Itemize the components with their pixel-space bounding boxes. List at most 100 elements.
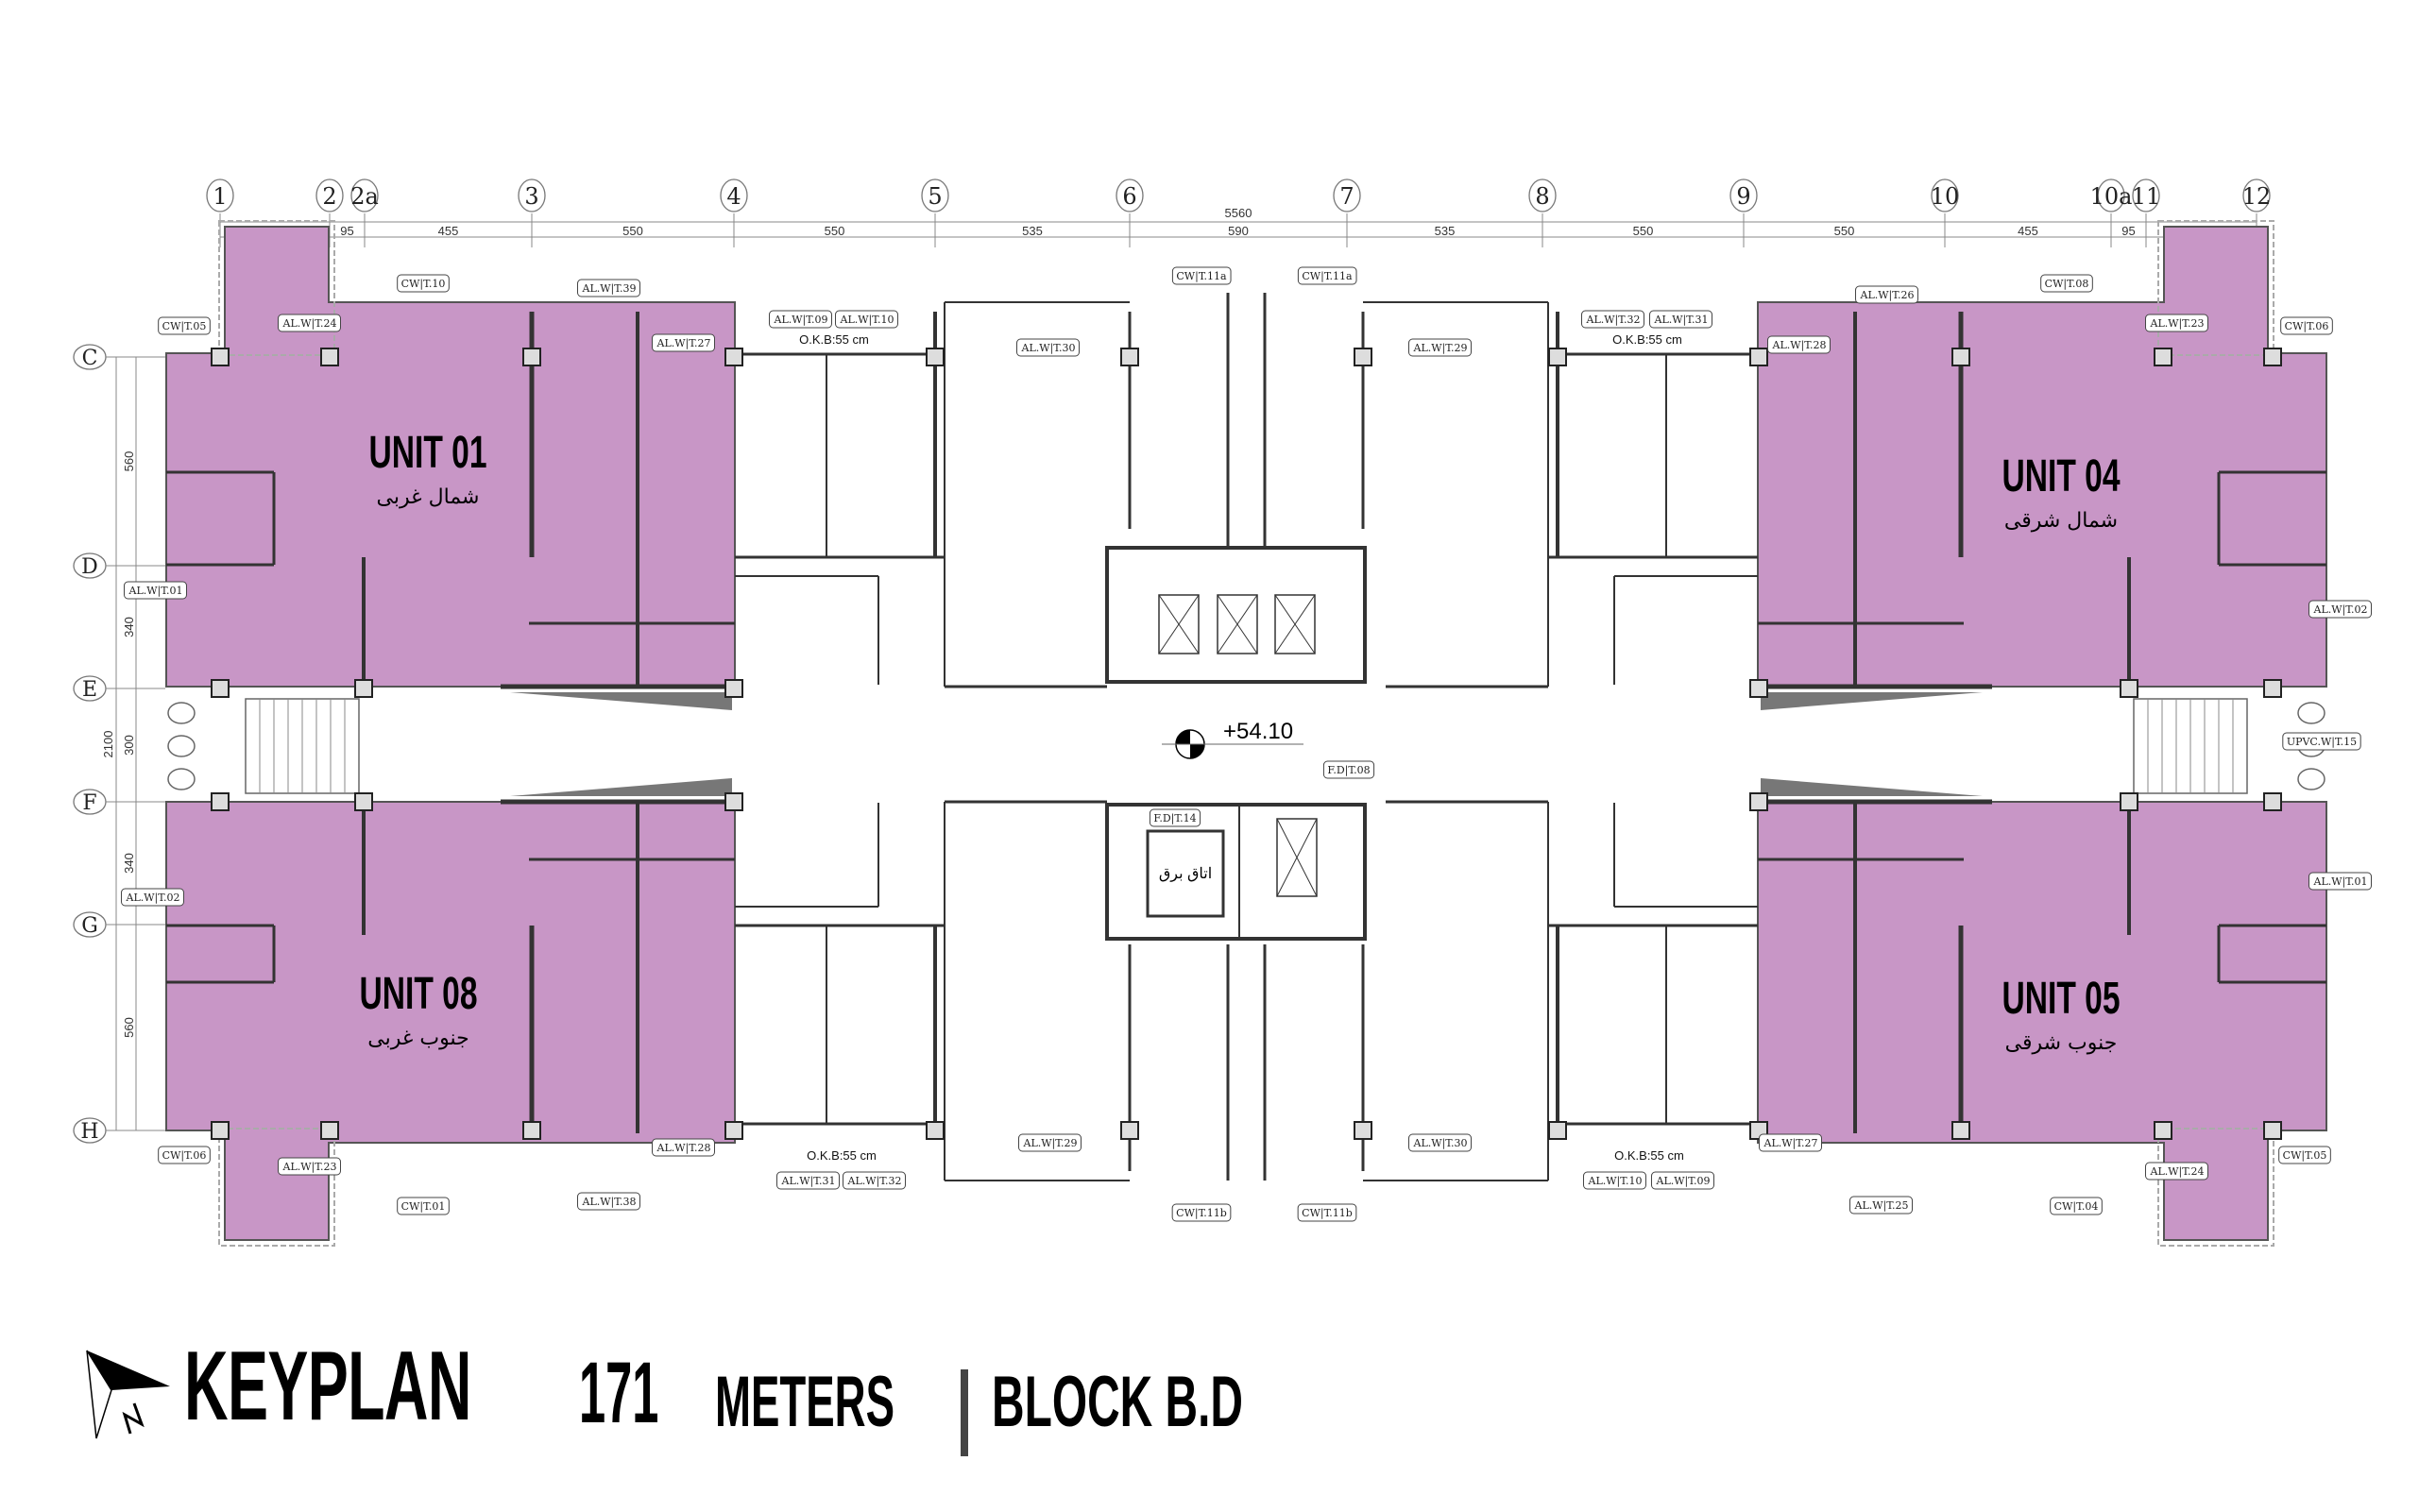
window-tag: AL.W|T.09 xyxy=(769,310,832,329)
balcony-outline xyxy=(218,1128,335,1247)
window-tag: AL.W|T.23 xyxy=(2145,314,2208,332)
window-tag: CW|T.05 xyxy=(158,316,211,335)
window-tag: AL.W|T.28 xyxy=(1767,335,1831,354)
grid-bubble-2 xyxy=(315,178,344,212)
tag-frame xyxy=(1581,310,1644,329)
window-tag: AL.W|T.09 xyxy=(1651,1171,1714,1190)
elevator-shaft xyxy=(1274,594,1316,654)
structural-column xyxy=(2154,1121,2172,1140)
tag-label: AL.W|T.24 xyxy=(2150,1165,2205,1179)
grid-column-label: 6 xyxy=(1122,183,1136,210)
grid-lines: 122a34567891010a111255603009545555055053… xyxy=(73,178,2271,1144)
tag-label: AL.W|T.02 xyxy=(2313,603,2368,617)
structural-column xyxy=(1749,792,1768,811)
tag-frame xyxy=(124,581,187,600)
tag-frame xyxy=(577,279,640,297)
grid-column-label: 3 xyxy=(524,183,538,210)
structural-column xyxy=(724,792,743,811)
tag-label: AL.W|T.30 xyxy=(1021,342,1076,355)
tag-label: CW|T.04 xyxy=(2054,1200,2099,1214)
tag-frame xyxy=(397,274,450,293)
tag-frame xyxy=(577,1192,640,1211)
tag-label: AL.W|T.09 xyxy=(774,314,828,327)
tag-label: AL.W|T.27 xyxy=(1763,1137,1818,1150)
elevator-shaft xyxy=(1158,594,1200,654)
dimension-segment: 535 xyxy=(1435,224,1456,238)
opening-note: O.K.B:55 cm xyxy=(807,1148,877,1163)
tag-label: CW|T.01 xyxy=(401,1200,446,1214)
grid-column-label: 9 xyxy=(1736,183,1750,210)
elevator-core-bottom xyxy=(1105,803,1367,941)
structural-column xyxy=(1548,348,1567,366)
tag-label: CW|T.11b xyxy=(1176,1207,1227,1220)
window-tag: AL.W|T.31 xyxy=(776,1171,840,1190)
tag-label: AL.W|T.01 xyxy=(2313,875,2368,889)
window-tag: AL.W|T.30 xyxy=(1016,338,1080,357)
opening-note: O.K.B:55 cm xyxy=(1614,1148,1684,1163)
walls xyxy=(166,293,2326,1181)
unit-08-area xyxy=(165,801,736,1241)
window-tag: AL.W|T.28 xyxy=(652,1138,715,1157)
title-height-unit: METERS xyxy=(715,1362,895,1442)
grid-column-label: 5 xyxy=(928,183,942,210)
window-tag: AL.W|T.27 xyxy=(1759,1133,1822,1152)
structural-column xyxy=(211,1121,230,1140)
tag-frame xyxy=(1855,285,1918,304)
wall-hatch xyxy=(1761,778,1983,796)
tag-label: CW|T.08 xyxy=(2045,278,2089,291)
unit-name: UNIT 04 xyxy=(2002,450,2120,501)
grid-row-label: D xyxy=(81,555,98,579)
window-tag: AL.W|T.29 xyxy=(1018,1133,1082,1152)
grid-bubble-12 xyxy=(2242,178,2271,212)
grid-column-label: 8 xyxy=(1535,183,1549,210)
elevator-shaft xyxy=(1276,818,1318,897)
tag-frame xyxy=(1171,1203,1232,1222)
opening-note: O.K.B:55 cm xyxy=(799,332,869,347)
window-tag: UPVC.W|T.15 xyxy=(2282,732,2361,751)
tag-frame xyxy=(2280,316,2333,335)
tag-label: AL.W|T.28 xyxy=(656,1142,711,1155)
unit-orientation: جنوب شرقی xyxy=(2005,1031,2118,1055)
tag-label: AL.W|T.09 xyxy=(1656,1175,1711,1188)
balcony-outline xyxy=(218,220,335,356)
structural-column xyxy=(211,792,230,811)
electrical-room-label: اتاق برق xyxy=(1159,866,1212,882)
dimension-segment-vertical: 560 xyxy=(122,451,136,472)
grid-column-label: 7 xyxy=(1339,183,1354,210)
window-tag: CW|T.10 xyxy=(397,274,450,293)
dimension-segment: 550 xyxy=(1633,224,1654,238)
grid-bubble-9 xyxy=(1729,178,1758,212)
unit-name: UNIT 08 xyxy=(359,967,477,1018)
grid-row-label: C xyxy=(82,347,98,370)
structural-column xyxy=(2120,679,2138,698)
chute-icon xyxy=(167,702,196,724)
tag-label: AL.W|T.29 xyxy=(1023,1137,1078,1150)
chute-icon xyxy=(167,735,196,757)
structural-column xyxy=(1548,1121,1567,1140)
door-tag: F.D|T.08 xyxy=(1322,760,1375,779)
title-keyplan: KEYPLAN xyxy=(184,1332,471,1441)
chute-icon xyxy=(2297,702,2325,724)
grid-row-label: G xyxy=(81,914,98,938)
grid-bubble-4 xyxy=(720,178,748,212)
tag-label: AL.W|T.38 xyxy=(582,1196,637,1209)
unit-orientation: شمال شرقی xyxy=(2004,509,2118,533)
grid-column-label: 11 xyxy=(2132,183,2161,210)
unit-areas xyxy=(165,220,2327,1247)
structural-column xyxy=(724,1121,743,1140)
tag-frame xyxy=(1408,338,1472,357)
structural-column xyxy=(2263,792,2282,811)
structural-column xyxy=(1120,348,1139,366)
tag-frame xyxy=(835,310,898,329)
dimension-segment-vertical: 340 xyxy=(122,853,136,874)
tag-label: AL.W|T.23 xyxy=(2150,317,2205,331)
dimension-segment: 550 xyxy=(622,224,643,238)
tag-label: AL.W|T.02 xyxy=(126,892,180,905)
window-tag: AL.W|T.23 xyxy=(278,1157,341,1176)
tag-frame xyxy=(158,316,211,335)
structural-column xyxy=(320,1121,339,1140)
tag-frame xyxy=(1649,310,1712,329)
wall-hatch xyxy=(510,692,732,710)
grid-column-label: 2 xyxy=(322,183,336,210)
tag-frame xyxy=(1322,760,1375,779)
